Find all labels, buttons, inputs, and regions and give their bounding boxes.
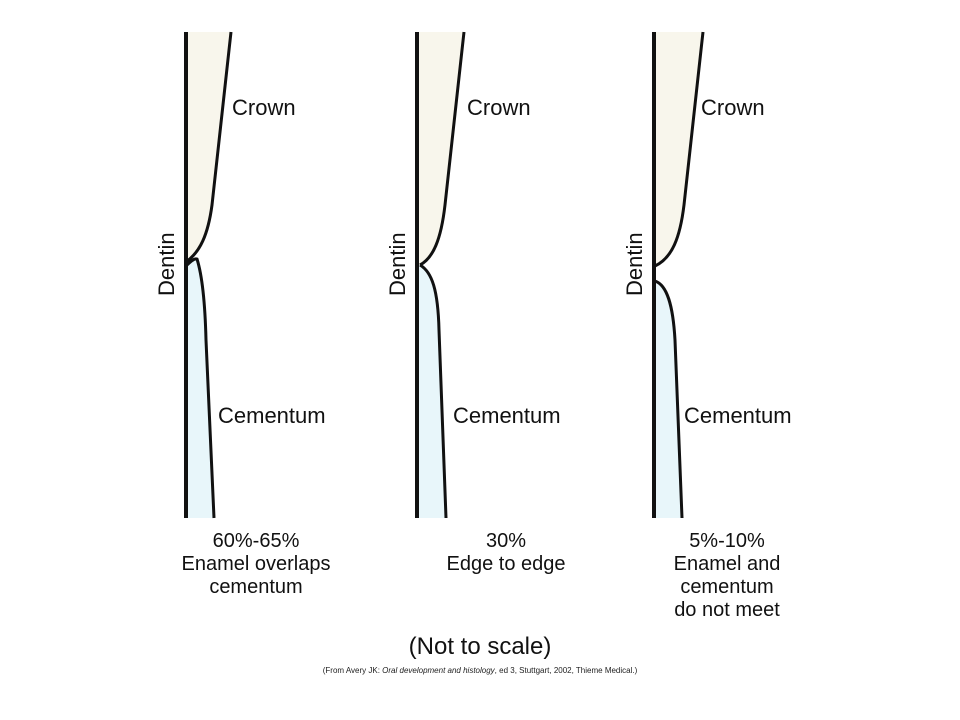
enamel-outline <box>654 31 705 268</box>
cementum-outline <box>184 257 216 519</box>
caption-edge: 30% Edge to edge <box>406 530 606 576</box>
enamel-crown-shape <box>417 32 464 265</box>
caption-overlap: 60%-65% Enamel overlaps cementum <box>156 530 356 599</box>
caption-line: Edge to edge <box>446 553 566 575</box>
crown-label: Crown <box>467 95 531 120</box>
panel-gap: Crown Cementum Dentin 5%-10% Enamel and … <box>617 0 847 720</box>
caption-gap: 5%-10% Enamel and cementum do not meet <box>627 530 827 622</box>
source-credit: (From Avery JK: Oral development and his… <box>0 666 960 675</box>
cementum-label: Cementum <box>453 403 561 428</box>
crown-label: Crown <box>701 95 765 120</box>
caption-line: cementum <box>680 576 774 598</box>
caption-percent: 5%-10% <box>689 530 765 552</box>
enamel-outline <box>185 31 233 264</box>
panel-overlap: Crown Cementum Dentin 60%-65% Enamel ove… <box>150 0 380 720</box>
tooth-diagram-edge <box>415 31 466 519</box>
credit-prefix: (From Avery JK: <box>322 666 383 675</box>
enamel-crown-shape <box>654 32 703 266</box>
cementum-root-shape <box>186 258 214 518</box>
dentin-label: Dentin <box>154 232 179 296</box>
panel-edge: Crown Cementum Dentin 30% Edge to edge <box>380 0 610 720</box>
caption-line: do not meet <box>674 599 780 621</box>
not-to-scale-note: (Not to scale) <box>408 633 552 660</box>
cementum-outline <box>419 263 448 519</box>
enamel-crown-shape <box>186 32 231 262</box>
caption-percent: 30% <box>485 530 527 552</box>
tooth-diagram-overlap <box>184 31 233 519</box>
crown-label: Crown <box>232 95 296 120</box>
cementum-outline <box>654 279 684 519</box>
dentin-label: Dentin <box>622 232 647 296</box>
caption-line: cementum <box>209 576 303 598</box>
enamel-outline <box>419 31 466 267</box>
caption-line: Enamel and <box>673 553 781 575</box>
caption-line: Enamel overlaps <box>181 553 331 575</box>
credit-suffix: , ed 3, Stuttgart, 2002, Thieme Medical.… <box>494 666 638 675</box>
cementum-label: Cementum <box>218 403 326 428</box>
cementum-label: Cementum <box>684 403 792 428</box>
caption-percent: 60%-65% <box>212 530 300 552</box>
tooth-diagram-gap <box>652 31 705 519</box>
credit-title: Oral development and histology <box>382 666 495 675</box>
dentin-label: Dentin <box>385 232 410 296</box>
cementum-root-shape <box>654 280 682 518</box>
